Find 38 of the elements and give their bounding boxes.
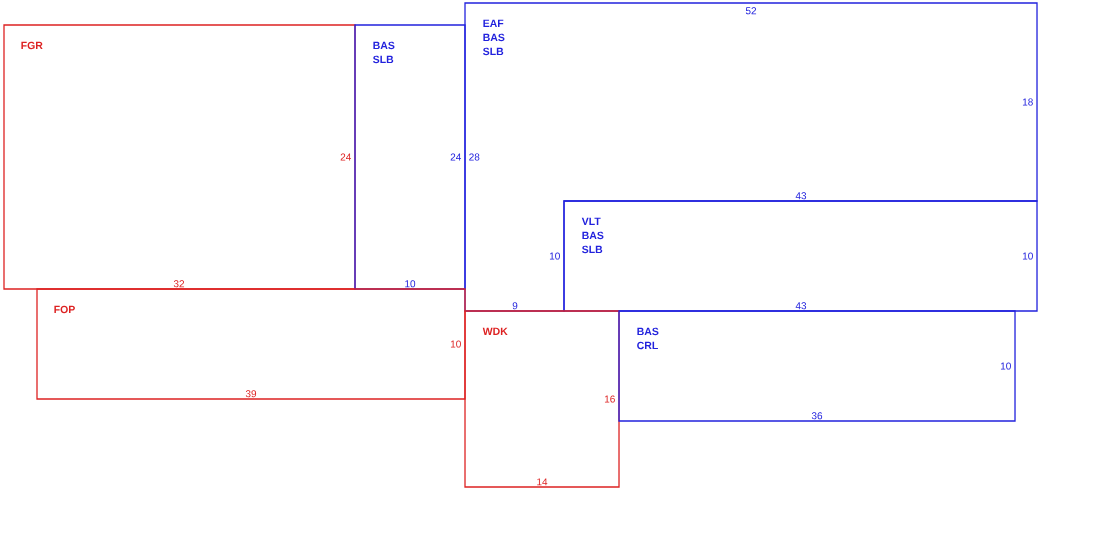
room-code: FGR <box>21 41 43 50</box>
room-code: WDK <box>482 327 508 335</box>
room-code: CRL <box>637 341 658 350</box>
room-code: SLB <box>582 245 603 254</box>
dimension-label: 43 <box>795 302 807 310</box>
room-outline <box>354 24 466 290</box>
dimension-label: 10 <box>1022 252 1033 260</box>
dimension-label: 43 <box>795 192 807 200</box>
room-code: VLT <box>581 217 601 225</box>
dimension-label: 24 <box>340 153 351 161</box>
room-code: SLB <box>483 47 504 56</box>
dimension-label: 32 <box>173 280 185 288</box>
dimension-label: 52 <box>745 7 757 15</box>
dimension-label: 9 <box>512 302 518 310</box>
room-code: BAS <box>637 327 659 336</box>
room-outline <box>563 200 1038 312</box>
room-code: SLB <box>373 55 394 64</box>
room-outline <box>618 310 1016 422</box>
dimension-label: 24 <box>450 153 461 161</box>
dimension-label: 14 <box>537 478 548 486</box>
room-code: BAS <box>483 33 505 42</box>
room-code: BAS <box>582 231 604 240</box>
dimension-label: 10 <box>549 252 560 260</box>
dimension-label: 10 <box>405 280 416 288</box>
room-code: FOP <box>54 305 75 314</box>
dimension-label: 10 <box>1000 362 1011 370</box>
dimension-label: 10 <box>450 340 461 348</box>
room-outline <box>464 310 620 488</box>
room-code: EAF <box>483 19 504 27</box>
dimension-label: 18 <box>1022 98 1033 106</box>
room-outline <box>3 24 356 290</box>
dimension-label: 39 <box>245 390 257 398</box>
room-outline <box>464 2 1038 312</box>
room-outline <box>36 288 466 400</box>
dimension-label: 36 <box>811 412 823 420</box>
dimension-label: 28 <box>469 153 480 161</box>
dimension-label: 16 <box>604 395 615 403</box>
room-code: BAS <box>373 41 395 50</box>
